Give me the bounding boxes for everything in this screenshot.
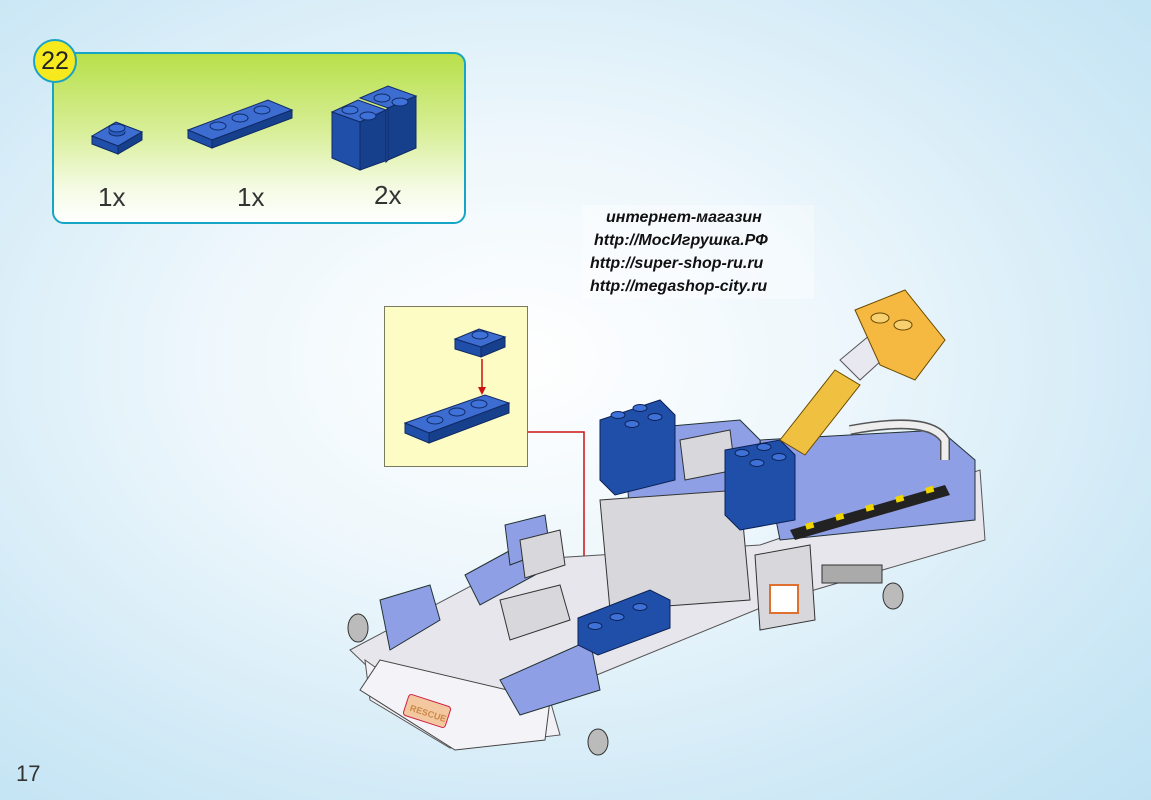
part-plate-1x2 xyxy=(90,121,144,155)
rescue-plate xyxy=(402,694,452,728)
part-quantity-1: 1x xyxy=(98,182,126,212)
step-number-badge: 22 xyxy=(33,39,77,83)
part-quantity-2: 1x xyxy=(237,182,265,212)
axle-pins xyxy=(347,564,904,756)
parts-illustrations xyxy=(90,85,418,171)
shop-line-3: http://super-shop-ru.ru xyxy=(590,255,764,272)
front-bumper xyxy=(359,659,551,751)
parts-list-panel: 1x 1x 2x xyxy=(52,52,466,224)
crane-arm xyxy=(779,289,946,456)
inset-plate-1x2 xyxy=(453,328,507,358)
blue-brick-studs xyxy=(587,404,787,630)
shop-watermark: интернет-магазин http://МосИгрушка.РФ ht… xyxy=(582,205,814,299)
page-number: 17 xyxy=(16,761,41,786)
part-quantity-3: 2x xyxy=(374,180,402,210)
hazard-stripe xyxy=(790,485,950,540)
wrench-screwdriver-icon xyxy=(769,584,799,614)
shop-line-2: http://МосИгрушка.РФ xyxy=(594,232,768,249)
subassembly-illustration xyxy=(403,328,511,444)
callout-line xyxy=(528,431,585,612)
inset-plate-1x4 xyxy=(403,394,511,444)
shop-line-4: http://megashop-city.ru xyxy=(590,278,768,295)
part-plate-1x4 xyxy=(186,99,294,149)
shop-line-1: интернет-магазин xyxy=(606,209,762,226)
blue-bricks xyxy=(577,399,796,656)
subassembly-inset xyxy=(384,306,528,467)
part-brick-corner xyxy=(330,85,418,171)
